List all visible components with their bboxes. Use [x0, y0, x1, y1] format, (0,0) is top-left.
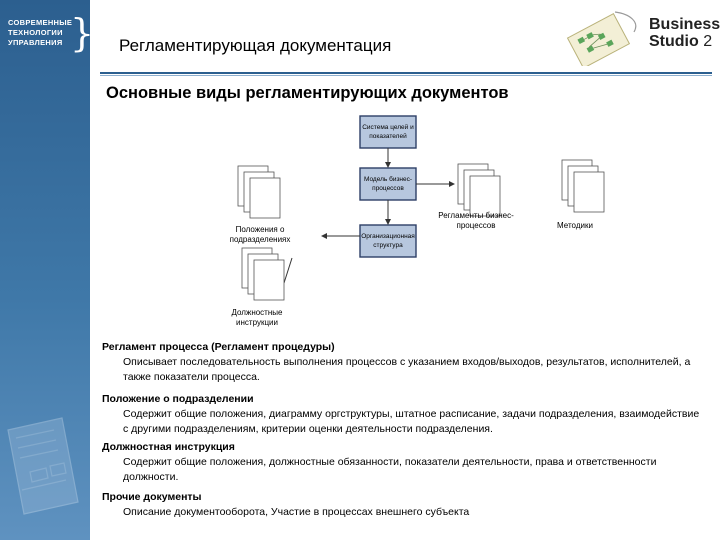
document-diagram: Система целей и показателей Модель бизне… — [230, 115, 605, 327]
sidebar: СОВРЕМЕННЫЕ ТЕХНОЛОГИИ УПРАВЛЕНИЯ } — [0, 0, 94, 540]
header-divider-thin — [100, 75, 712, 76]
section-subtitle: Основные виды регламентирующих документо… — [106, 84, 509, 102]
department-regulation-docs — [237, 165, 281, 219]
document-watermark-icon — [7, 417, 79, 515]
company-logo: СОВРЕМЕННЫЕ ТЕХНОЛОГИИ УПРАВЛЕНИЯ } — [8, 14, 94, 52]
job-description-label: Должностные — [232, 308, 284, 317]
goals-box — [359, 115, 417, 149]
document-descriptions: Регламент процесса (Регламент процедуры)… — [102, 340, 702, 520]
org-structure-box — [359, 224, 417, 258]
department-regulation-label: подразделениях — [230, 235, 291, 244]
header-divider — [100, 72, 712, 74]
logo-brace-mark: } — [70, 11, 95, 55]
page-title: Регламентирующая документация — [119, 36, 392, 55]
org-structure-box-label: Организационная — [361, 233, 415, 240]
description-heading: Должностная инструкция — [102, 441, 235, 453]
process-model-box-label: Модель бизнес- — [364, 175, 412, 183]
description-text: Содержит общие положения, должностные об… — [123, 456, 657, 483]
goals-box-label: показателей — [369, 132, 407, 140]
description-heading: Прочие документы — [102, 491, 202, 503]
logo-line: УПРАВЛЕНИЯ — [8, 38, 63, 47]
process-regulation-docs — [457, 163, 501, 217]
description-text: Описывает последовательность выполнения … — [123, 356, 691, 383]
goals-box-label: Система целей и — [362, 123, 414, 131]
org-structure-box-label: структура — [373, 242, 403, 249]
job-description-docs — [241, 247, 285, 301]
methodology-label: Методики — [557, 221, 593, 230]
logo-line: ТЕХНОЛОГИИ — [8, 28, 63, 37]
process-model-box — [359, 167, 417, 201]
methodology-docs — [561, 159, 605, 213]
business-studio-logo-icon — [566, 11, 637, 66]
description-heading: Положение о подразделении — [102, 393, 254, 405]
process-model-box-label: процессов — [372, 185, 404, 192]
description-heading: Регламент процесса (Регламент процедуры) — [102, 341, 335, 353]
department-regulation-label: Положения о — [236, 225, 285, 234]
job-description-label: инструкции — [236, 318, 278, 327]
process-regulation-label: Регламенты бизнес- — [438, 211, 514, 220]
logo-line: СОВРЕМЕННЫЕ — [8, 18, 73, 27]
process-regulation-label: процессов — [457, 221, 496, 230]
description-text: Содержит общие положения, диаграмму оргс… — [123, 408, 700, 435]
description-text: Описание документооборота, Участие в про… — [123, 506, 470, 518]
brand-name: Business Studio 2 — [649, 16, 720, 50]
